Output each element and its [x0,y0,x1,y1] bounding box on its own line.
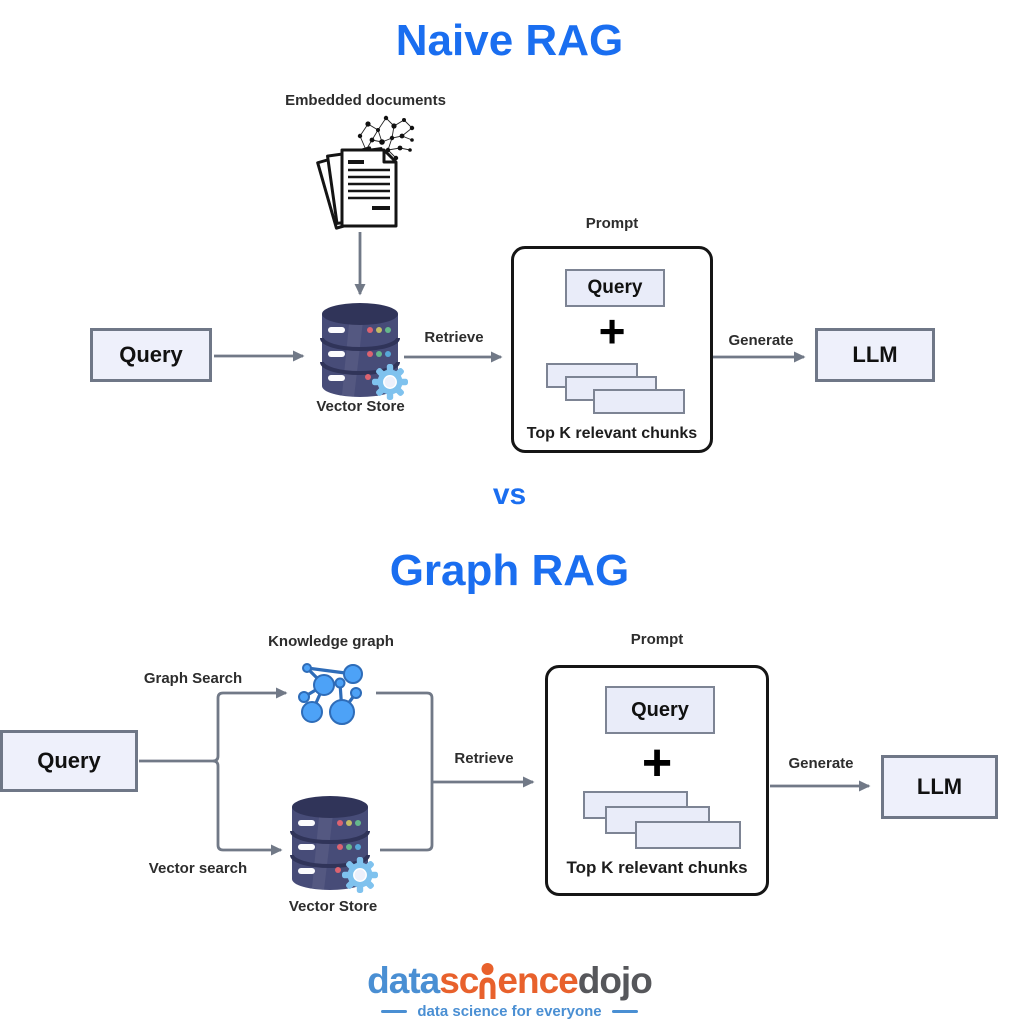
embedded-documents-label: Embedded documents [285,92,446,109]
vector-search-label: Vector search [148,860,248,877]
naive-query-box: Query [90,328,212,382]
chunk-rect [593,389,685,414]
knowledge-graph-icon [298,663,363,725]
knowledge-graph-label: Knowledge graph [268,633,394,650]
arrow-branch-to-vectorstore [212,759,283,856]
graph-prompt-label: Prompt [630,631,684,648]
graph-llm-box: LLM [881,755,998,819]
naive-rag-title: Naive RAG [395,16,624,65]
logo-ence-text: ence [497,960,578,1001]
naive-vector-store-label: Vector Store [316,398,405,415]
tagline-left-dash [381,1010,408,1013]
logo-tagline-row: data science for everyone [0,1003,1019,1020]
tagline-right-dash [611,1010,638,1013]
embedded-documents-icon [316,115,415,230]
logo-tagline: data science for everyone [417,1003,602,1020]
arrow-branch-to-knowledge-graph [212,687,288,763]
gear-icon [342,857,378,893]
graph-prompt-box: Query + Top K relevant chunks [545,665,769,896]
graph-prompt-query-box: Query [605,686,715,734]
naive-prompt-box: Query + Top K relevant chunks [511,246,713,453]
logo-sc-text: sc [439,960,479,1001]
versus-label: vs [492,478,527,511]
graph-vector-store-label: Vector Store [288,898,378,915]
chunk-rect [635,821,741,849]
line-vectorstore-to-merge [380,782,434,852]
graph-search-label: Graph Search [143,670,243,687]
gear-icon [372,364,408,400]
graph-retrieve-label: Retrieve [454,750,514,767]
document-stack-icon [316,146,398,230]
graph-query-box: Query [0,730,138,792]
line-knowledge-graph-to-merge [376,691,434,782]
naive-generate-label: Generate [728,332,794,349]
naive-llm-box: LLM [815,328,935,382]
vector-store-icon [320,303,408,400]
graph-top-k-label: Top K relevant chunks [566,858,748,877]
naive-retrieve-label: Retrieve [424,329,484,346]
person-icon [479,963,496,999]
graph-rag-title: Graph RAG [389,546,630,595]
vector-store-icon [290,796,378,893]
naive-prompt-query-box: Query [565,269,665,307]
logo-data-text: data [367,960,440,1001]
naive-plus-sign: + [598,305,626,357]
logo-dojo-text: dojo [577,960,653,1001]
naive-top-k-label: Top K relevant chunks [526,425,698,442]
naive-prompt-label: Prompt [585,215,639,232]
graph-plus-sign: + [641,734,673,792]
graph-generate-label: Generate [788,755,854,772]
